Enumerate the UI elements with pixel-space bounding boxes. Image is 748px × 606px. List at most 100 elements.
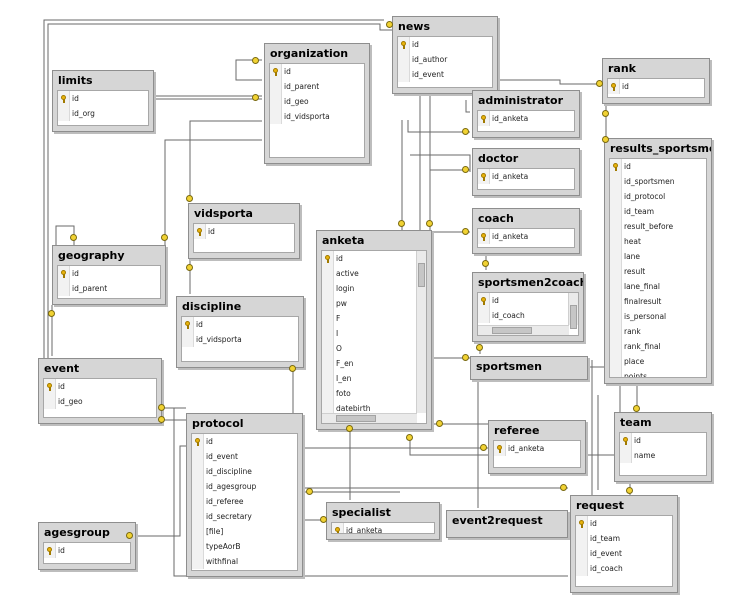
primary-key-column[interactable]: id: [44, 379, 156, 394]
table-column[interactable]: id_vidsporta: [182, 332, 298, 347]
table-column[interactable]: id_protocol: [610, 189, 706, 204]
table-column[interactable]: id_discipline: [192, 464, 297, 479]
table-results-sportsmen[interactable]: results_sportsmenidid_sportsmenid_protoc…: [604, 138, 712, 384]
table-column[interactable]: F_en: [322, 356, 416, 371]
row-selector: [192, 449, 204, 464]
table-column[interactable]: place: [610, 354, 706, 369]
primary-key-column[interactable]: id: [620, 433, 706, 448]
table-column[interactable]: id_secretary: [192, 509, 297, 524]
table-column[interactable]: id_team: [610, 204, 706, 219]
table-column[interactable]: id_sportsmen: [610, 174, 706, 189]
table-column[interactable]: id_parent: [270, 79, 364, 94]
table-column[interactable]: finalresult: [610, 294, 706, 309]
table-column[interactable]: datebirth: [322, 401, 416, 416]
horizontal-scrollbar[interactable]: [478, 325, 569, 335]
table-column[interactable]: id_event: [576, 546, 672, 561]
primary-key-column[interactable]: id_anketa: [478, 229, 574, 244]
table-column[interactable]: withfinal: [192, 554, 297, 569]
primary-key-column[interactable]: id: [398, 37, 492, 52]
primary-key-column[interactable]: id: [608, 79, 704, 94]
primary-key-column[interactable]: id: [610, 159, 706, 174]
table-column[interactable]: id_event: [192, 449, 297, 464]
table-column[interactable]: rank: [610, 324, 706, 339]
table-sportsmen[interactable]: sportsmen: [470, 356, 588, 380]
table-column[interactable]: F: [322, 311, 416, 326]
table-event2request[interactable]: event2request: [446, 510, 568, 538]
table-column[interactable]: I: [322, 326, 416, 341]
table-column[interactable]: points: [610, 369, 706, 377]
table-column[interactable]: lane_final: [610, 279, 706, 294]
primary-key-column[interactable]: id: [192, 434, 297, 449]
table-column[interactable]: result: [610, 264, 706, 279]
primary-key-column[interactable]: id_anketa: [478, 169, 574, 184]
vertical-scrollbar[interactable]: [416, 251, 426, 413]
table-column[interactable]: id_geo: [44, 394, 156, 409]
table-column[interactable]: foto: [322, 386, 416, 401]
table-column[interactable]: id_author: [398, 52, 492, 67]
table-column[interactable]: heat: [610, 234, 706, 249]
table-title: request: [576, 499, 624, 512]
horizontal-scrollbar[interactable]: [322, 413, 417, 423]
primary-key-column[interactable]: id: [182, 317, 298, 332]
scroll-thumb[interactable]: [492, 327, 532, 334]
table-column[interactable]: id_team: [576, 531, 672, 546]
table-column[interactable]: id_org: [58, 106, 148, 121]
table-column[interactable]: id_coach: [478, 308, 568, 323]
table-column[interactable]: typeAorB: [192, 539, 297, 554]
table-column[interactable]: result_before: [610, 219, 706, 234]
table-column[interactable]: id_event: [398, 67, 492, 82]
table-column[interactable]: id_geo: [270, 94, 364, 109]
primary-key-column[interactable]: id: [58, 91, 148, 106]
primary-key-column[interactable]: id: [194, 224, 294, 239]
table-column[interactable]: name: [620, 448, 706, 463]
table-column[interactable]: is_personal: [610, 309, 706, 324]
table-column[interactable]: login: [322, 281, 416, 296]
table-column[interactable]: id_coach: [576, 561, 672, 576]
table-column[interactable]: id_parent: [58, 281, 160, 296]
primary-key-column[interactable]: id: [478, 293, 568, 308]
primary-key-column[interactable]: id: [58, 266, 160, 281]
primary-key-column[interactable]: id: [270, 64, 364, 79]
table-column[interactable]: active: [322, 266, 416, 281]
table-column[interactable]: [file]: [192, 524, 297, 539]
primary-key-column[interactable]: id: [44, 543, 130, 558]
scroll-thumb[interactable]: [336, 415, 376, 422]
table-column[interactable]: id_vidsporta: [270, 109, 364, 124]
table-column[interactable]: rank_final: [610, 339, 706, 354]
table-column[interactable]: id_agesgroup: [192, 479, 297, 494]
table-column[interactable]: I_en: [322, 371, 416, 386]
vertical-scrollbar[interactable]: [568, 293, 578, 329]
table-column[interactable]: id_referee: [192, 494, 297, 509]
key-icon: [182, 317, 194, 332]
primary-key-column[interactable]: id: [576, 516, 672, 531]
scroll-thumb[interactable]: [418, 263, 425, 287]
primary-key-column[interactable]: id: [322, 251, 416, 266]
table-column[interactable]: lane: [610, 249, 706, 264]
primary-key-column[interactable]: id_anketa: [494, 441, 580, 456]
scroll-thumb[interactable]: [570, 305, 577, 329]
table-column[interactable]: O: [322, 341, 416, 356]
table-column[interactable]: pw: [322, 296, 416, 311]
primary-key-column[interactable]: id_anketa: [478, 111, 574, 126]
primary-key-column[interactable]: id_anketa: [332, 523, 434, 533]
